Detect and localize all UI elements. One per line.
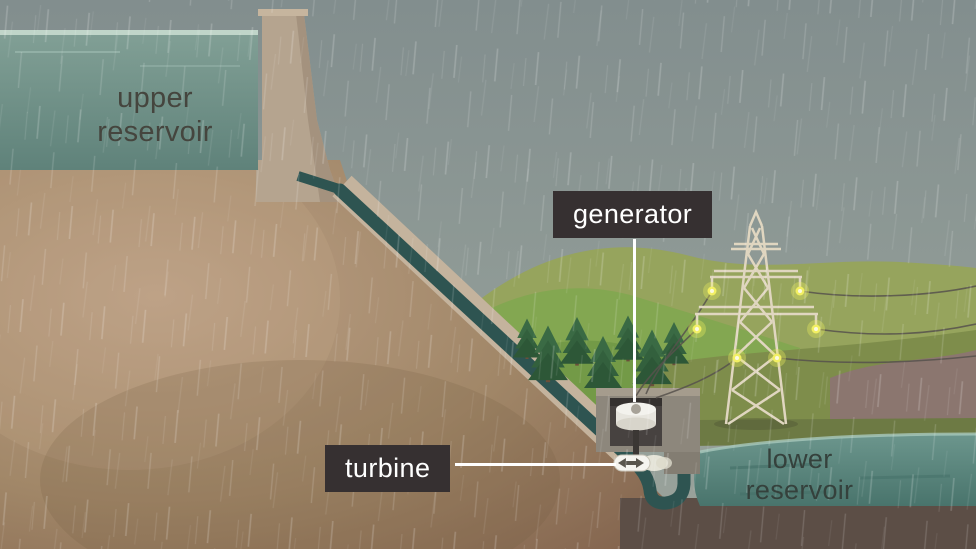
generator-label: generator bbox=[553, 191, 713, 238]
generator-leader-line bbox=[633, 239, 636, 402]
turbine-label: turbine bbox=[325, 445, 451, 492]
generator-label-text: generator bbox=[573, 199, 693, 229]
turbine-label-text: turbine bbox=[345, 453, 431, 483]
turbine-leader-line bbox=[455, 463, 616, 466]
